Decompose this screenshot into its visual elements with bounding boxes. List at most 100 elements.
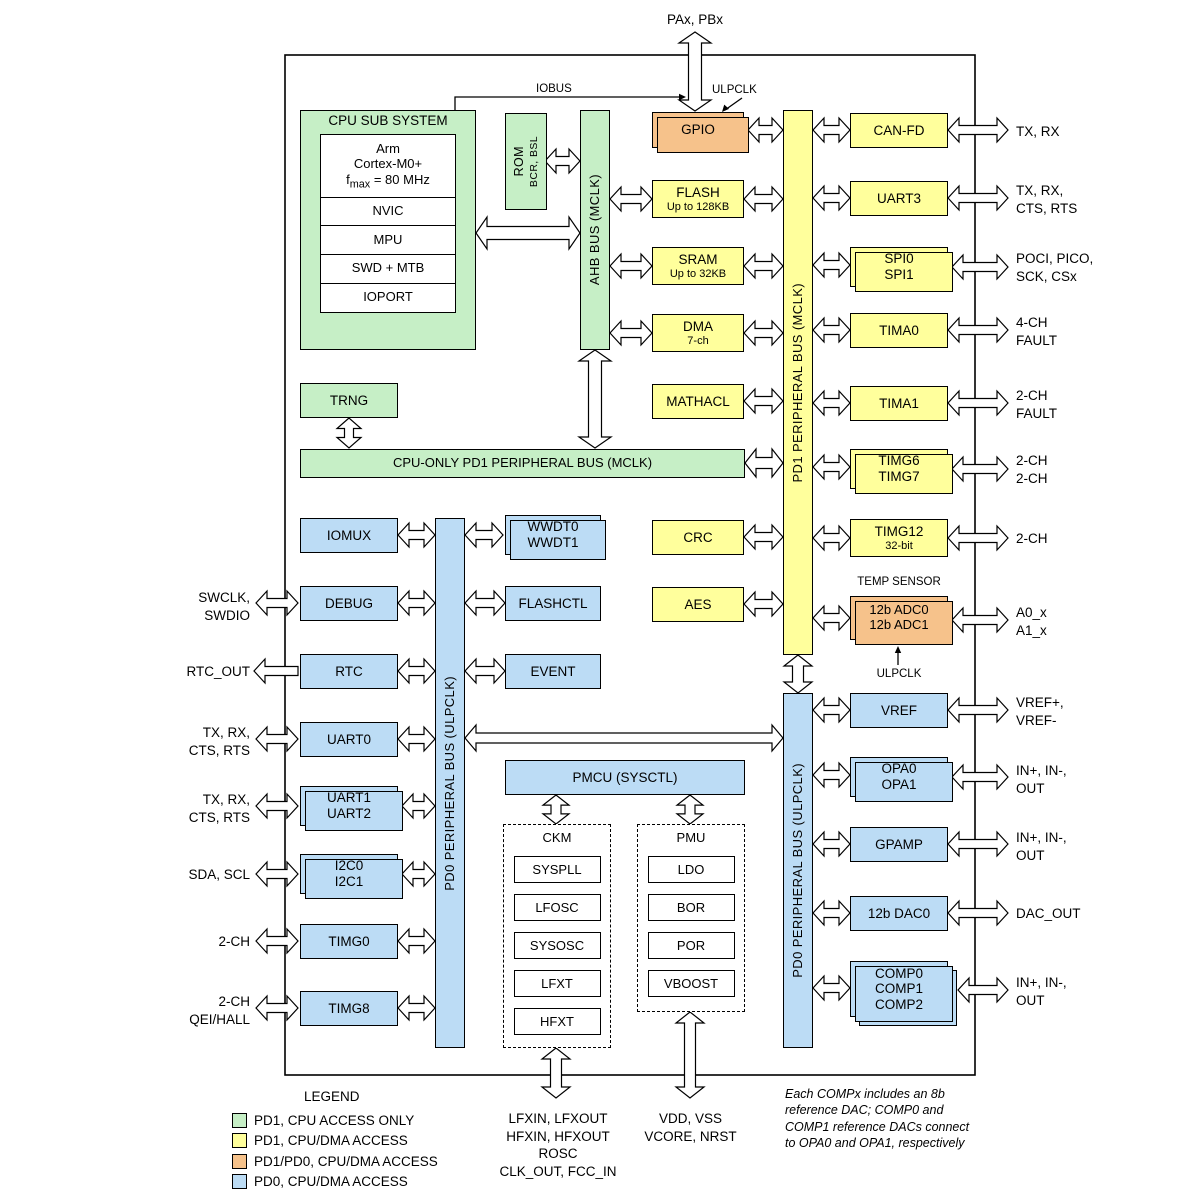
flashctl-block: FLASHCTL: [505, 586, 601, 621]
wire-arrow: [947, 524, 1009, 552]
ext-label-uart12: TX, RX, CTS, RTS: [188, 792, 250, 825]
wire-arrow: [812, 251, 851, 279]
wire-arrow: [577, 349, 613, 449]
wire-arrow: [335, 417, 363, 449]
ext-label-debug: SWCLK, SWDIO: [198, 590, 250, 623]
tima1-block: TIMA1: [850, 386, 948, 421]
wire-arrow: [744, 447, 784, 479]
wire-arrow: [812, 604, 851, 632]
wire-arrow: [743, 185, 784, 213]
bus-ahb: AHB BUS (MCLK): [580, 110, 610, 350]
bus-ahb-label: AHB BUS (MCLK): [586, 174, 602, 286]
wire-arrow: [812, 316, 851, 344]
legend-item-blue: PD0, CPU/DMA ACCESS: [232, 1174, 408, 1189]
legend-item-yellow: PD1, CPU/DMA ACCESS: [232, 1133, 408, 1148]
vref-block: VREF: [850, 693, 948, 728]
ext-label-comp: IN+, IN-, OUT: [1016, 975, 1067, 1008]
label-iobus: IOBUS: [536, 83, 572, 95]
cpu-core-line2: Cortex-M0+: [353, 156, 423, 172]
pmu-item-bor: BOR: [647, 894, 735, 921]
ext-label-uart3: TX, RX, CTS, RTS: [1016, 183, 1078, 216]
ext-label-tima1: 2-CH FAULT: [1016, 388, 1058, 421]
wire-arrow: [947, 316, 1009, 344]
pmu-title: PMU: [676, 830, 706, 845]
wire-arrow: [464, 657, 506, 685]
wire-arrow: [675, 794, 705, 825]
ext-label-rtc: RTC_OUT: [186, 664, 250, 679]
timg8-block: TIMG8: [300, 991, 398, 1026]
ext-label-gpamp: IN+, IN-, OUT: [1016, 830, 1067, 863]
wire-arrow: [401, 860, 436, 888]
wire-arrow: [464, 723, 784, 753]
gpio-block: GPIO: [652, 112, 749, 153]
ext-label-dac: DAC_OUT: [1016, 906, 1081, 921]
wire-arrow: [743, 523, 784, 551]
wire-arrow: [782, 654, 814, 694]
wire-arrow: [812, 974, 851, 1002]
wire-arrow: [609, 252, 653, 280]
wire-arrow: [609, 185, 653, 213]
ckm-item-lfosc: LFOSC: [513, 894, 601, 921]
legend-item-orange: PD1/PD0, CPU/DMA ACCESS: [232, 1154, 438, 1169]
wire-arrow: [812, 899, 851, 927]
wire-arrow: [397, 589, 436, 617]
pmu-group: PMU LDO BOR POR VBOOST: [637, 824, 745, 1012]
cpu-nvic-block: NVIC: [320, 196, 456, 227]
cpu-ioport-block: IOPORT: [320, 282, 456, 313]
legend-title: LEGEND: [304, 1089, 360, 1104]
canfd-block: CAN-FD: [850, 113, 948, 148]
label-temp-sensor: TEMP SENSOR: [857, 576, 941, 588]
wire-arrow: [743, 252, 784, 280]
wire-arrow: [812, 524, 851, 552]
wire-arrow: [253, 657, 299, 685]
iomux-block: IOMUX: [300, 518, 398, 553]
wire-arrow: [677, 31, 713, 112]
ext-label-timg8: 2-CH QEI/HALL: [189, 994, 250, 1027]
bus-pd1-label: PD1 PERIPHERAL BUS (MCLK): [789, 282, 805, 483]
wire-arrow: [812, 389, 851, 417]
wire-line: [454, 96, 679, 111]
label-pax-pbx: PAx, PBx: [666, 12, 724, 27]
ext-label-pmu-pins: VDD, VSS VCORE, NRST: [644, 1111, 737, 1144]
debug-block: DEBUG: [300, 586, 398, 621]
ckm-title: CKM: [542, 830, 572, 845]
cpu-mpu-block: MPU: [320, 225, 456, 256]
legend-swatch-green: [232, 1113, 247, 1128]
wire-arrow: [464, 521, 504, 549]
pmcu-block: PMCU (SYSCTL): [505, 760, 745, 795]
wire-arrow: [947, 389, 1009, 417]
trng-block: TRNG: [300, 383, 398, 418]
wire-arrow: [464, 589, 506, 617]
timg0-block: TIMG0: [300, 924, 398, 959]
rtc-block: RTC: [300, 654, 398, 689]
wire-arrow: [397, 521, 436, 549]
bus-pd0-right: PD0 PERIPHERAL BUS (ULPCLK): [783, 693, 813, 1048]
wire-arrow: [951, 606, 1009, 634]
cpu-swd-mtb-block: SWD + MTB: [320, 253, 456, 284]
gpamp-block: GPAMP: [850, 827, 948, 862]
wire-arrow: [255, 927, 299, 955]
wire-arrow: [947, 830, 1009, 858]
ext-label-timg0: 2-CH: [218, 934, 250, 949]
rom-sublabel: BCR, BSL: [528, 135, 541, 188]
wire-arrow: [674, 1011, 706, 1099]
label-ulpclk-adc: ULPCLK: [876, 668, 922, 680]
ext-label-spi: POCI, PICO, SCK, CSx: [1016, 251, 1094, 284]
wire-arrow: [397, 725, 436, 753]
wire-arrow: [475, 215, 581, 251]
ckm-group: CKM SYSPLL LFOSC SYSOSC LFXT HFXT: [503, 824, 611, 1048]
ext-label-adc: A0_x A1_x: [1016, 605, 1047, 638]
bus-cpu-only: CPU-ONLY PD1 PERIPHERAL BUS (MCLK): [300, 449, 745, 478]
wire-arrow: [812, 453, 851, 481]
wire-arrowhead: [894, 646, 902, 653]
wire-arrow: [401, 792, 436, 820]
legend-swatch-blue: [232, 1174, 247, 1189]
